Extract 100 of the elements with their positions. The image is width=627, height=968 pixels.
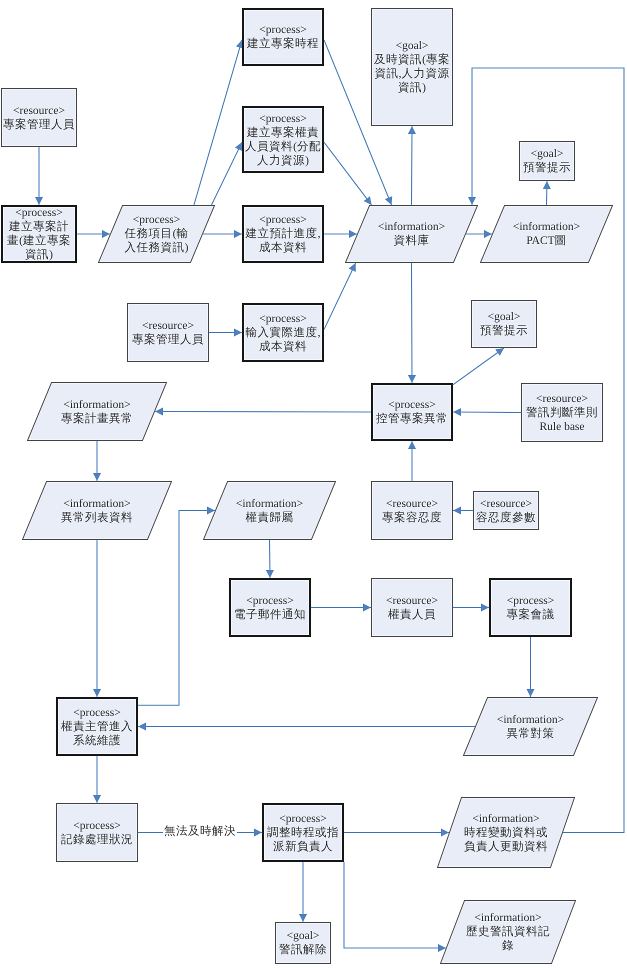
process-box [56,697,138,756]
node-label: 容忍度參數 [476,510,536,524]
goal-box [275,922,331,964]
arrow [408,441,416,481]
arrow [468,67,625,834]
stereotype-label: <information> [236,496,304,510]
arrow [453,408,521,416]
node-label: 電子郵件通知 [234,608,306,622]
stereotype-label: <goal> [286,929,320,943]
stereotype-label: <information> [512,220,580,234]
process-box [242,8,324,66]
node-label: 調整時程或指派新負責人 [266,826,340,854]
goal-box [371,8,453,126]
process-box [489,578,572,637]
node-label: 資料庫 [394,234,430,248]
arrow [93,441,101,481]
stereotype-label: <process> [73,818,121,832]
resource-box [371,481,453,540]
resource-box [473,491,539,530]
stereotype-label: <goal> [530,147,564,161]
arrow [77,230,110,238]
node-label: 建立預計進度,成本資料 [245,227,321,255]
node-label: 權責主管進入系統維護 [60,720,134,748]
arrow [138,722,475,730]
goal-box [519,141,575,181]
arrow [452,348,504,386]
stereotype-label: <resource> [536,392,588,406]
node-label: 及時資訊(專案資訊,人力資源資訊) [373,53,451,95]
arrow [542,180,551,206]
resource-box [1,88,77,147]
process-box [242,205,324,263]
stereotype-label: <process> [132,213,180,227]
arrow [344,828,449,836]
stereotype-label: <resource> [13,104,65,118]
information-parallelogram [22,481,172,540]
information-parallelogram [463,697,598,756]
node-label: 歷史警訊資料記錄 [466,925,550,953]
arrow [193,40,244,206]
information-parallelogram [437,797,575,868]
node-label: 輸入實際進度,成本資料 [245,326,321,354]
information-parallelogram [480,205,613,263]
arrow [324,230,357,238]
information-parallelogram [203,481,336,540]
node-label: 任務項目(輸入任務資訊) [124,227,189,255]
stereotype-label: <resource> [386,594,438,608]
node-label: 警訊判斷準則 Rule base [525,406,599,434]
process-box [262,803,344,862]
node-label: 警訊解除 [279,943,327,957]
stereotype-label: <information> [378,220,446,234]
information-parallelogram [27,382,167,441]
node-label: 專案計畫異常 [61,412,133,426]
resource-box [371,578,453,637]
node-label: 異常列表資料 [61,510,133,524]
information-parallelogram [440,900,576,964]
information-parallelogram [345,205,478,263]
arrow [324,40,392,206]
process-box [56,803,138,862]
process-box [371,383,453,441]
stereotype-label: <process> [279,812,327,826]
arrow [299,862,307,922]
node-label: 建立專案時程 [247,37,319,51]
arrow [138,506,215,706]
arrow [453,604,489,612]
arrow [93,756,101,803]
arrow [209,328,242,336]
node-label: 專案管理人員 [3,118,75,132]
stereotype-label: <goal> [488,310,520,324]
arrow [453,506,473,514]
node-label: 專案會議 [506,608,554,622]
node-label: 預警提示 [480,324,528,338]
node-label: 權責歸屬 [246,510,294,524]
arrow [324,142,372,206]
resource-box [521,383,603,442]
stereotype-label: <process> [259,312,307,326]
node-label: 專案管理人員 [132,332,204,346]
stereotype-label: <information> [63,398,131,412]
node-label: 異常對策 [506,726,554,740]
node-label: 建立專案權責人員資料(分配人力資源) [245,126,321,168]
stereotype-label: <resource> [480,496,532,510]
resource-box [127,303,209,362]
arrow [324,262,356,330]
arrow [155,408,371,416]
node-label: 控管專案異常 [376,412,448,426]
stereotype-label: <information> [496,712,564,726]
stereotype-label: <resource> [142,318,194,332]
stereotype-label: <resource> [386,496,438,510]
stereotype-label: <information> [472,812,540,826]
process-box [229,578,311,637]
stereotype-label: <information> [63,496,131,510]
node-label: 專案容忍度 [382,510,442,524]
node-label: 預警提示 [523,161,571,175]
arrow [466,230,492,238]
arrow [93,540,101,697]
stereotype-label: <process> [259,112,307,126]
arrow [343,862,446,952]
stereotype-label: <information> [474,911,542,925]
process-box [242,106,324,173]
arrow [266,540,274,578]
process-box [1,205,77,263]
stereotype-label: <process> [15,206,63,220]
